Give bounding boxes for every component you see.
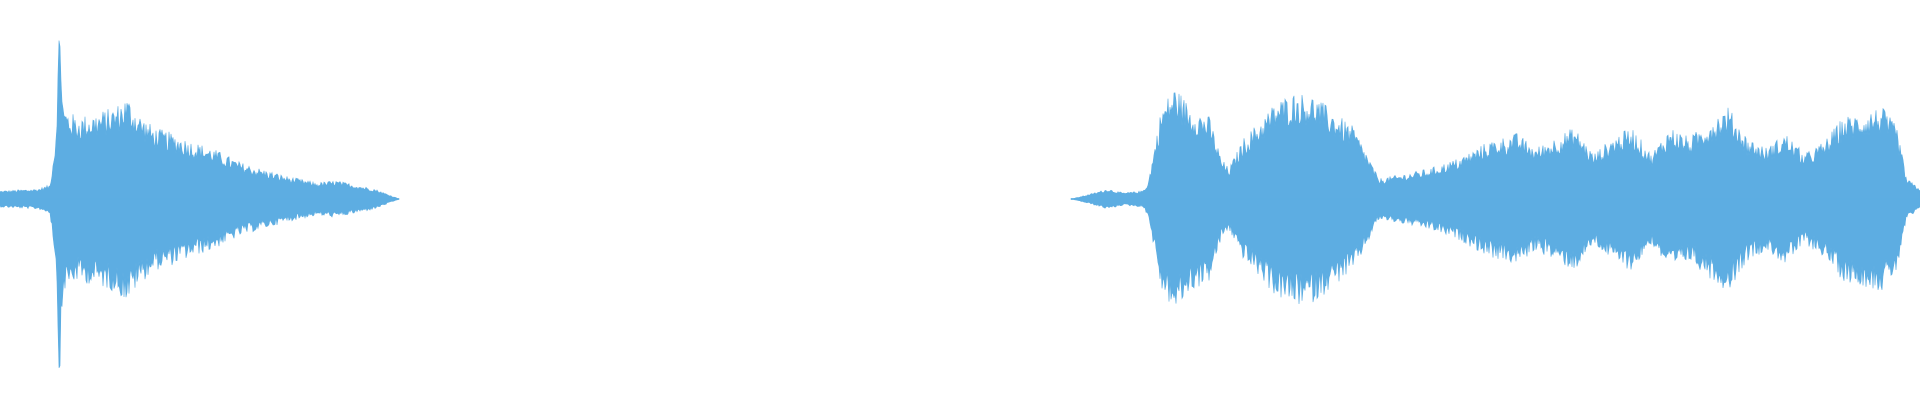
waveform-clip-1[interactable] <box>0 40 400 369</box>
